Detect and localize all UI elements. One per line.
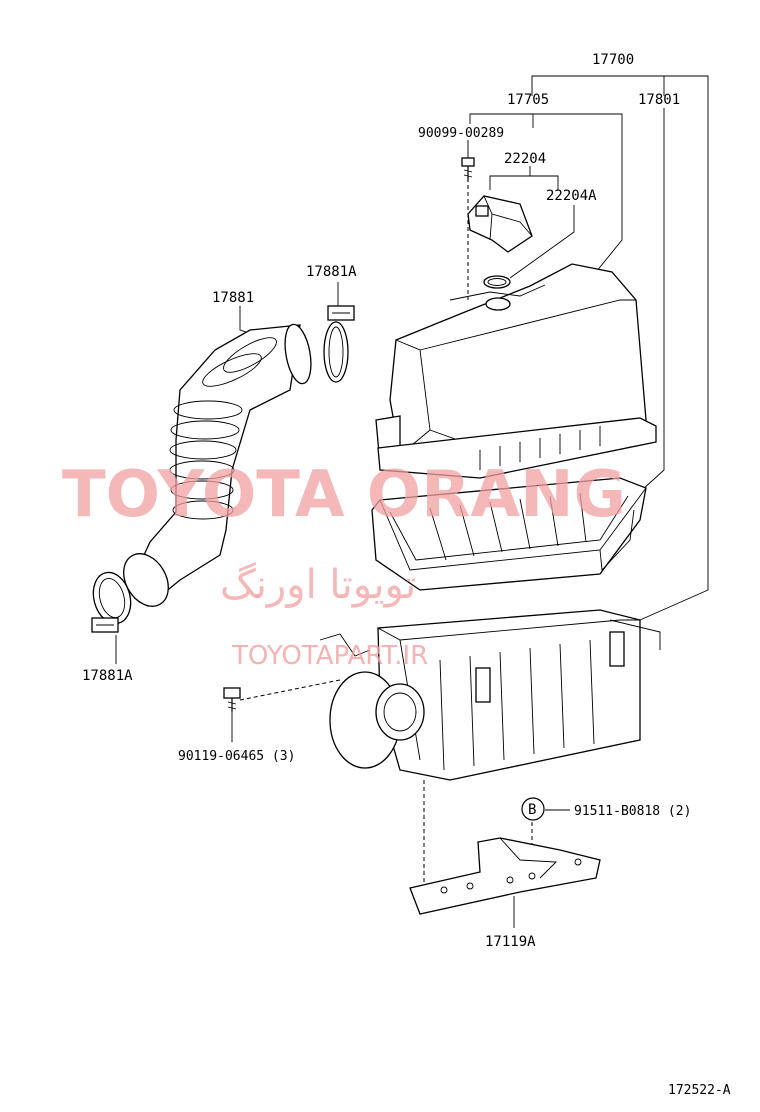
air-cleaner-cap — [375, 263, 657, 479]
label-90099-00289: 90099-00289 — [418, 126, 504, 141]
hose-clamp-top — [323, 305, 355, 383]
intake-hose — [123, 323, 312, 607]
label-17119A: 17119A — [485, 934, 536, 950]
label-17881: 17881 — [212, 290, 254, 306]
figure-id: 172522-A — [668, 1083, 731, 1098]
watermark-url: TOYOTAPART.IR — [231, 641, 428, 671]
o-ring — [483, 275, 511, 289]
label-17700: 17700 — [592, 52, 634, 68]
bolt-90099 — [461, 157, 475, 182]
label-17881A-top: 17881A — [306, 264, 357, 280]
mounting-bracket — [409, 837, 601, 915]
label-17705: 17705 — [507, 92, 549, 108]
label-22204: 22204 — [504, 151, 546, 167]
b-marker-letter: B — [528, 802, 536, 818]
bolt-90119 — [223, 687, 241, 712]
label-91511-B0818: 91511-B0818 (2) — [574, 804, 691, 819]
part-labels: 17700 17705 17801 90099-00289 22204 2220… — [82, 52, 731, 1098]
label-17801: 17801 — [638, 92, 680, 108]
watermark-persian: تویوتا اورنگ — [220, 562, 416, 608]
air-flow-meter — [467, 195, 533, 253]
label-22204A: 22204A — [546, 188, 597, 204]
watermark-brand: TOYOTA ORANG — [62, 458, 626, 532]
label-90119-06465: 90119-06465 (3) — [178, 749, 295, 764]
filter-element — [371, 477, 647, 591]
air-cleaner-case — [319, 609, 661, 781]
leader-lines — [115, 75, 709, 928]
b-marker-circle — [521, 797, 545, 821]
hose-clamp-bottom — [91, 571, 132, 633]
o-ring-inner — [487, 278, 507, 286]
label-17881A-bottom: 17881A — [82, 668, 133, 684]
watermark: TOYOTA ORANG تویوتا اورنگ TOYOTAPART.IR — [62, 458, 626, 671]
